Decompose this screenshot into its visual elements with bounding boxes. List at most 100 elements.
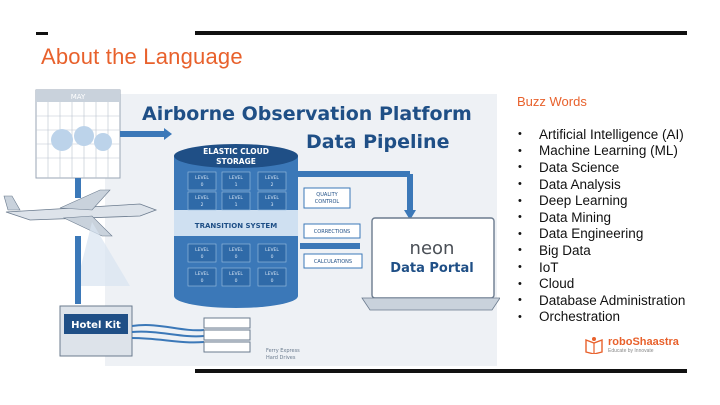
buzz-word-label: Big Data <box>539 242 591 258</box>
level-cell-line1: LEVEL <box>195 271 209 277</box>
buzz-word-label: Data Analysis <box>539 176 621 192</box>
buzz-word-item: • Cloud <box>517 275 685 292</box>
level-cell-line1: LEVEL <box>229 195 243 201</box>
logo-name: roboShaastra <box>608 335 679 348</box>
svg-text:CORRECTIONS: CORRECTIONS <box>314 229 350 235</box>
cable-lines <box>131 324 205 344</box>
level-cell-line1: LEVEL <box>265 271 279 277</box>
level-cell-line2: 0 <box>271 278 274 284</box>
cloud-storage-line1: ELASTIC CLOUD <box>203 147 269 156</box>
buzz-word-item: • Deep Learning <box>517 192 685 209</box>
buzz-word-item: • Big Data <box>517 242 685 259</box>
level-cell-line1: LEVEL <box>265 175 279 181</box>
level-cell-line2: 0 <box>201 254 204 260</box>
top-divider <box>195 31 687 35</box>
level-cell-line1: LEVEL <box>229 247 243 253</box>
bullet-icon: • <box>518 261 522 274</box>
corrections-box: CORRECTIONS <box>303 223 361 239</box>
bullet-icon: • <box>518 194 522 207</box>
data-portal-laptop: neon Data Portal <box>361 217 500 311</box>
drives-label-line1: Ferry Express <box>266 348 300 354</box>
level-cell-line2: 0 <box>235 278 238 284</box>
calendar-icon: MAY <box>35 89 121 179</box>
buzz-words-list: •Artificial Intelligence (AI)•Machine Le… <box>517 126 685 325</box>
hotel-kit-label: Hotel Kit <box>71 320 121 331</box>
level-cell-line2: 2 <box>201 202 204 208</box>
buzz-word-label: Orchestration <box>539 309 621 325</box>
level-cell-line2: 0 <box>271 254 274 260</box>
svg-text:CALCULATIONS: CALCULATIONS <box>314 259 352 265</box>
diagram-title-line2: Data Pipeline <box>306 131 449 153</box>
buzz-word-item: • Database Administration <box>517 292 685 309</box>
hotel-kit-computer: Hotel Kit <box>59 305 133 357</box>
bullet-icon: • <box>518 178 522 191</box>
level-cell-line1: LEVEL <box>229 271 243 277</box>
level-cell-line2: 0 <box>201 182 204 188</box>
level-cell-line1: LEVEL <box>195 175 209 181</box>
level-cell-line2: 1 <box>235 202 238 208</box>
buzz-word-label: Cloud <box>539 276 575 292</box>
level-cell-line1: LEVEL <box>265 247 279 253</box>
bullet-icon: • <box>518 244 522 257</box>
calculations-box: CALCULATIONS <box>303 253 363 269</box>
buzz-word-label: Data Mining <box>539 209 612 225</box>
buzz-word-label: IoT <box>539 259 559 275</box>
buzz-word-label: Data Engineering <box>539 226 644 242</box>
hard-drives-stack <box>203 317 251 353</box>
slide-title: About the Language <box>41 44 243 69</box>
buzz-word-item: • Data Mining <box>517 209 685 226</box>
level-cell-line1: LEVEL <box>195 195 209 201</box>
svg-text:QUALITY: QUALITY <box>316 192 338 198</box>
buzz-word-label: Machine Learning (ML) <box>539 143 678 159</box>
bullet-icon: • <box>518 294 522 307</box>
drives-label-line2: Hard Drives <box>266 355 296 361</box>
buzz-word-label: Deep Learning <box>539 193 628 209</box>
logo-tagline: Educate by Innovate <box>608 347 654 354</box>
buzz-word-item: • Data Science <box>517 159 685 176</box>
bullet-icon: • <box>518 211 522 224</box>
bullet-icon: • <box>518 161 522 174</box>
bottom-divider <box>195 369 687 373</box>
buzz-word-item: •Machine Learning (ML) <box>517 143 685 160</box>
title-accent-dash <box>36 32 48 35</box>
book-logo-icon <box>585 337 603 354</box>
bullet-icon: • <box>518 310 522 323</box>
level-cell-line1: LEVEL <box>195 247 209 253</box>
buzz-word-label: Data Science <box>539 159 620 175</box>
level-cell-line2: 0 <box>235 254 238 260</box>
buzz-word-item: •Artificial Intelligence (AI) <box>517 126 685 143</box>
buzz-word-item: • Orchestration <box>517 309 685 326</box>
level-cell-line2: 0 <box>201 278 204 284</box>
bullet-icon: • <box>518 277 522 290</box>
buzz-words-heading: Buzz Words <box>517 94 587 109</box>
level-cell-line1: LEVEL <box>229 175 243 181</box>
buzz-word-item: • Data Analysis <box>517 176 685 193</box>
level-cell-line1: LEVEL <box>265 195 279 201</box>
buzz-word-item: • IoT <box>517 259 685 276</box>
diagram-title-line1: Airborne Observation Platform <box>142 103 472 125</box>
buzz-word-item: • Data Engineering <box>517 226 685 243</box>
bullet-icon: • <box>518 128 522 141</box>
portal-label: Data Portal <box>390 261 473 276</box>
calendar-month: MAY <box>71 93 86 101</box>
cloud-storage-line2: STORAGE <box>216 157 256 166</box>
svg-text:CONTROL: CONTROL <box>315 199 340 205</box>
bullet-icon: • <box>518 227 522 240</box>
level-cell-line2: 3 <box>271 202 274 208</box>
portal-brand: neon <box>410 238 455 259</box>
level-cell-line2: 1 <box>235 182 238 188</box>
buzz-word-label: Database Administration <box>539 292 686 308</box>
level-cell-line2: 2 <box>271 182 274 188</box>
